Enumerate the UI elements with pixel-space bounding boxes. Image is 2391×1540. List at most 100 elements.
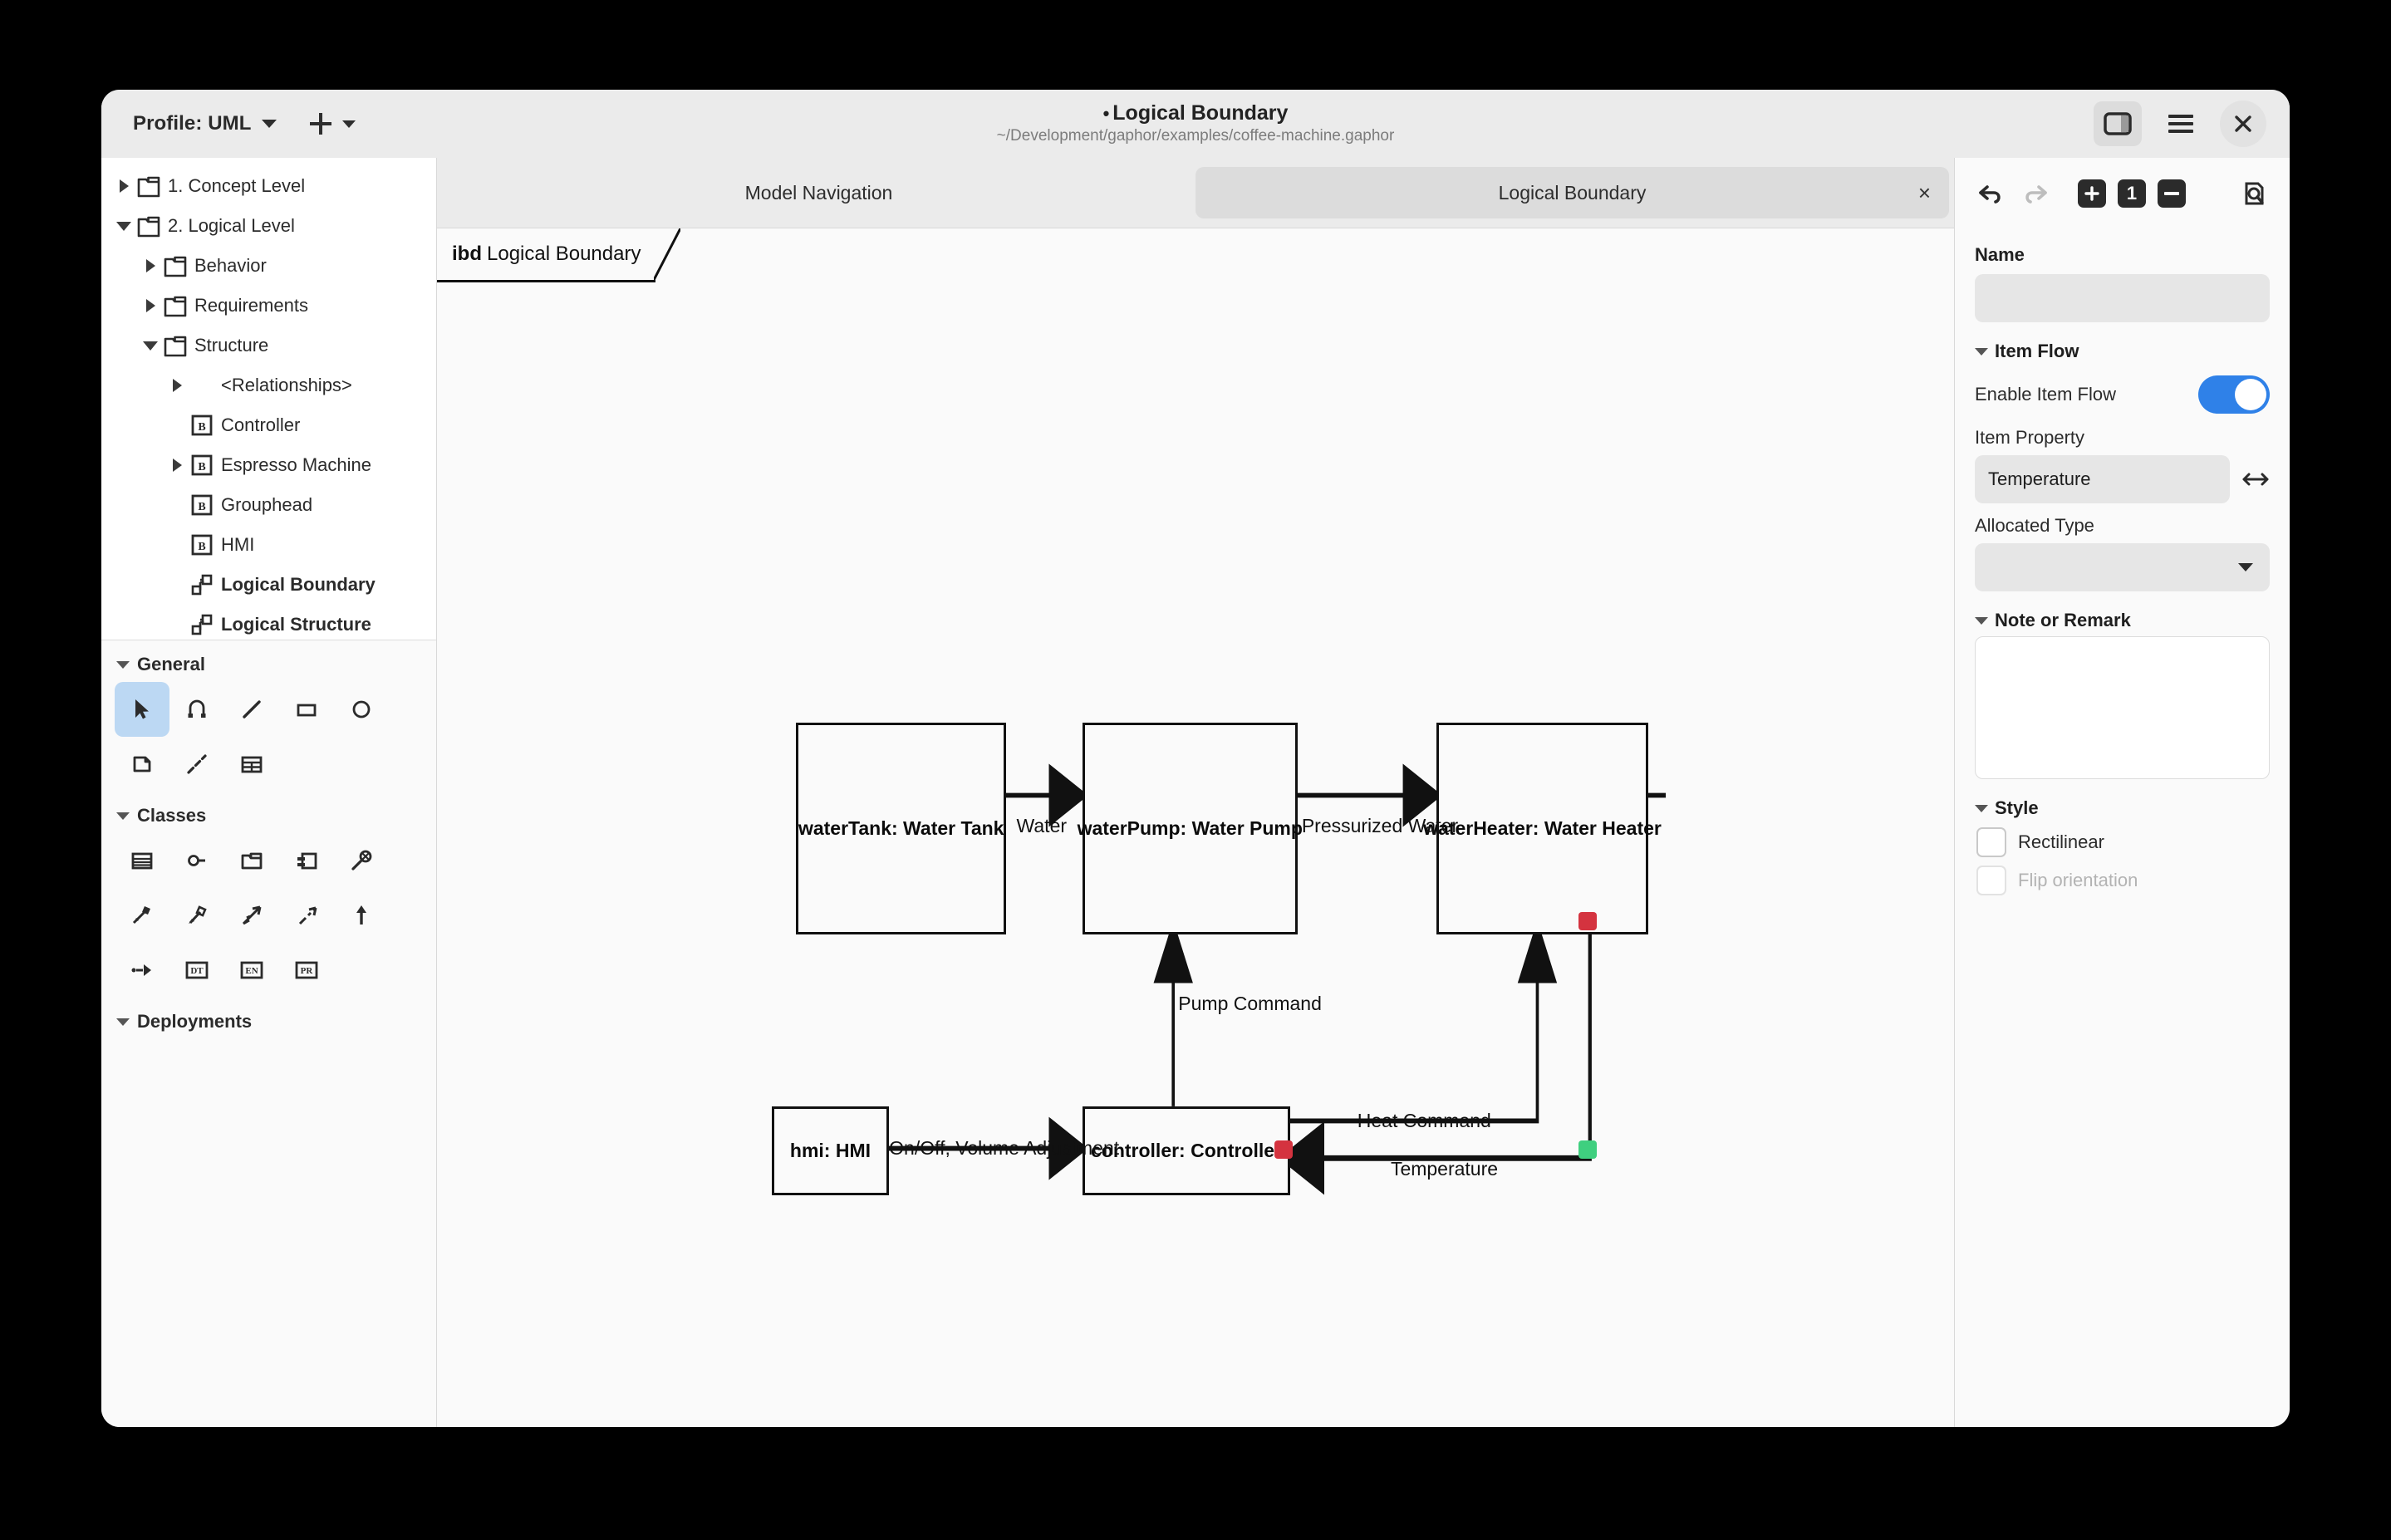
diagram-node-hmi[interactable]: hmi: HMI [771, 1106, 890, 1196]
node-label: waterPump: Water Pump [1077, 817, 1303, 840]
name-field-label: Name [1975, 244, 2025, 265]
sidebar-panel-icon [2104, 112, 2132, 135]
diagram-node-waterPump[interactable]: waterPump: Water Pump [1078, 722, 1303, 935]
connector-handle-waypoint[interactable] [1578, 1140, 1598, 1159]
tree-item-1-concept-level[interactable]: 1. Concept Level [101, 166, 436, 206]
close-window-button[interactable] [2220, 101, 2266, 147]
enable-item-flow-toggle[interactable] [2198, 375, 2270, 414]
line-icon [238, 696, 265, 723]
allocated-type-dropdown[interactable] [1975, 543, 2270, 591]
flow-label-water[interactable]: Water [1016, 814, 1068, 836]
zoom-out-button[interactable] [2158, 179, 2186, 208]
tree-item-2-logical-level[interactable]: 2. Logical Level [101, 206, 436, 246]
palette-tool-class[interactable] [115, 833, 169, 888]
export-diagram-button[interactable] [2231, 171, 2276, 216]
diagram-node-waterHeater[interactable]: waterHeater: Water Heater [1423, 722, 1662, 935]
tab-close-icon[interactable]: × [1917, 180, 1931, 205]
note-section-header[interactable]: Note or Remark [1975, 610, 2270, 631]
zoom-reset-button[interactable]: 1 [2118, 179, 2146, 208]
palette-section-classes[interactable]: Classes [101, 792, 436, 833]
palette-tool-generalization[interactable] [334, 888, 389, 943]
palette-tool-interface[interactable] [169, 833, 224, 888]
palette-tool-ellipse[interactable] [334, 682, 389, 737]
expander-collapsed-icon[interactable] [166, 459, 188, 472]
palette-tool-package[interactable] [224, 833, 279, 888]
palette-tool-usecase[interactable] [334, 833, 389, 888]
tab-model-navigation[interactable]: Model Navigation [442, 167, 1196, 218]
item-flow-section-header[interactable]: Item Flow [1975, 341, 2270, 362]
palette-tool-comment[interactable] [115, 737, 169, 792]
note-textarea[interactable] [1975, 636, 2270, 779]
style-section-header[interactable]: Style [1975, 797, 2270, 819]
usecase-icon [348, 847, 375, 874]
diagram-toolbar: 1 [1955, 158, 2290, 229]
main-menu-button[interactable] [2157, 101, 2205, 146]
undo-button[interactable] [1968, 171, 2013, 216]
block-icon: B [188, 454, 216, 477]
expander-collapsed-icon[interactable] [113, 179, 135, 193]
palette-tool-dependency[interactable] [279, 888, 334, 943]
swap-direction-icon[interactable] [2241, 469, 2270, 489]
flow-label-on-off-volume-adjustment[interactable]: On/Off, Volume Adjustment [889, 1136, 1120, 1159]
palette-tool-enumeration[interactable]: EN [224, 943, 279, 998]
palette-tool-aggregation[interactable] [169, 888, 224, 943]
expander-collapsed-icon[interactable] [166, 379, 188, 392]
palette-section-deployments[interactable]: Deployments [101, 998, 436, 1039]
palette-tool-magnet[interactable] [169, 682, 224, 737]
header-left: Profile: UML [101, 107, 482, 140]
palette-tool-dashed-line[interactable] [169, 737, 224, 792]
expander-collapsed-icon[interactable] [140, 299, 161, 312]
zoom-in-button[interactable] [2078, 179, 2106, 208]
tree-item-relationships[interactable]: <Relationships> [101, 365, 436, 405]
comment-icon [129, 751, 155, 777]
flow-label-heat-command[interactable]: Heat Command [1357, 1109, 1491, 1131]
chevron-down-icon [116, 812, 130, 820]
flow-label-pump-command[interactable]: Pump Command [1178, 993, 1322, 1015]
palette-tool-association[interactable] [224, 888, 279, 943]
palette-tool-pointer[interactable] [115, 682, 169, 737]
redo-button[interactable] [2013, 171, 2058, 216]
palette-tool-table[interactable] [224, 737, 279, 792]
rectilinear-checkbox-row[interactable]: Rectilinear [1976, 827, 2270, 857]
tree-item-requirements[interactable]: Requirements [101, 286, 436, 326]
tab-logical-boundary[interactable]: Logical Boundary× [1196, 167, 1949, 218]
palette-tool-component[interactable] [279, 833, 334, 888]
palette-tool-realization[interactable] [115, 943, 169, 998]
expander-expanded-icon[interactable] [140, 341, 161, 351]
zoom-controls: 1 [2078, 179, 2186, 208]
name-input[interactable] [1975, 274, 2270, 322]
flow-label-pressurized-water[interactable]: Pressurized Water [1301, 814, 1459, 836]
magnet-icon [184, 696, 210, 723]
flow-label-temperature[interactable]: Temperature [1390, 1158, 1499, 1180]
expander-expanded-icon[interactable] [113, 221, 135, 231]
tree-item-logical-boundary[interactable]: Logical Boundary [101, 565, 436, 605]
palette-grid-general [101, 682, 422, 792]
palette-tool-composition[interactable] [115, 888, 169, 943]
tree-item-structure[interactable]: Structure [101, 326, 436, 365]
toggle-sidebar-button[interactable] [2094, 101, 2142, 146]
profile-selector-button[interactable]: Profile: UML [125, 107, 285, 140]
tree-item-behavior[interactable]: Behavior [101, 246, 436, 286]
palette-section-general[interactable]: General [101, 640, 436, 682]
add-element-button[interactable] [303, 108, 362, 140]
tree-item-logical-structure[interactable]: Logical Structure [101, 605, 436, 640]
palette-tool-line[interactable] [224, 682, 279, 737]
item-property-input[interactable]: Temperature [1975, 455, 2230, 503]
tree-item-label: HMI [221, 534, 255, 555]
connector-handle-source[interactable] [1578, 911, 1598, 930]
expander-collapsed-icon[interactable] [140, 259, 161, 272]
connector-handle-target[interactable] [1274, 1140, 1293, 1159]
palette-tool-rectangle[interactable] [279, 682, 334, 737]
properties-body: Name Item Flow Enable Item Flow Item Pro… [1955, 229, 2290, 1427]
palette-tool-datatype[interactable]: DT [169, 943, 224, 998]
rectilinear-label: Rectilinear [2018, 831, 2104, 852]
diagram-node-waterTank[interactable]: waterTank: Water Tank [796, 722, 1007, 935]
palette-tool-primitive[interactable]: PR [279, 943, 334, 998]
